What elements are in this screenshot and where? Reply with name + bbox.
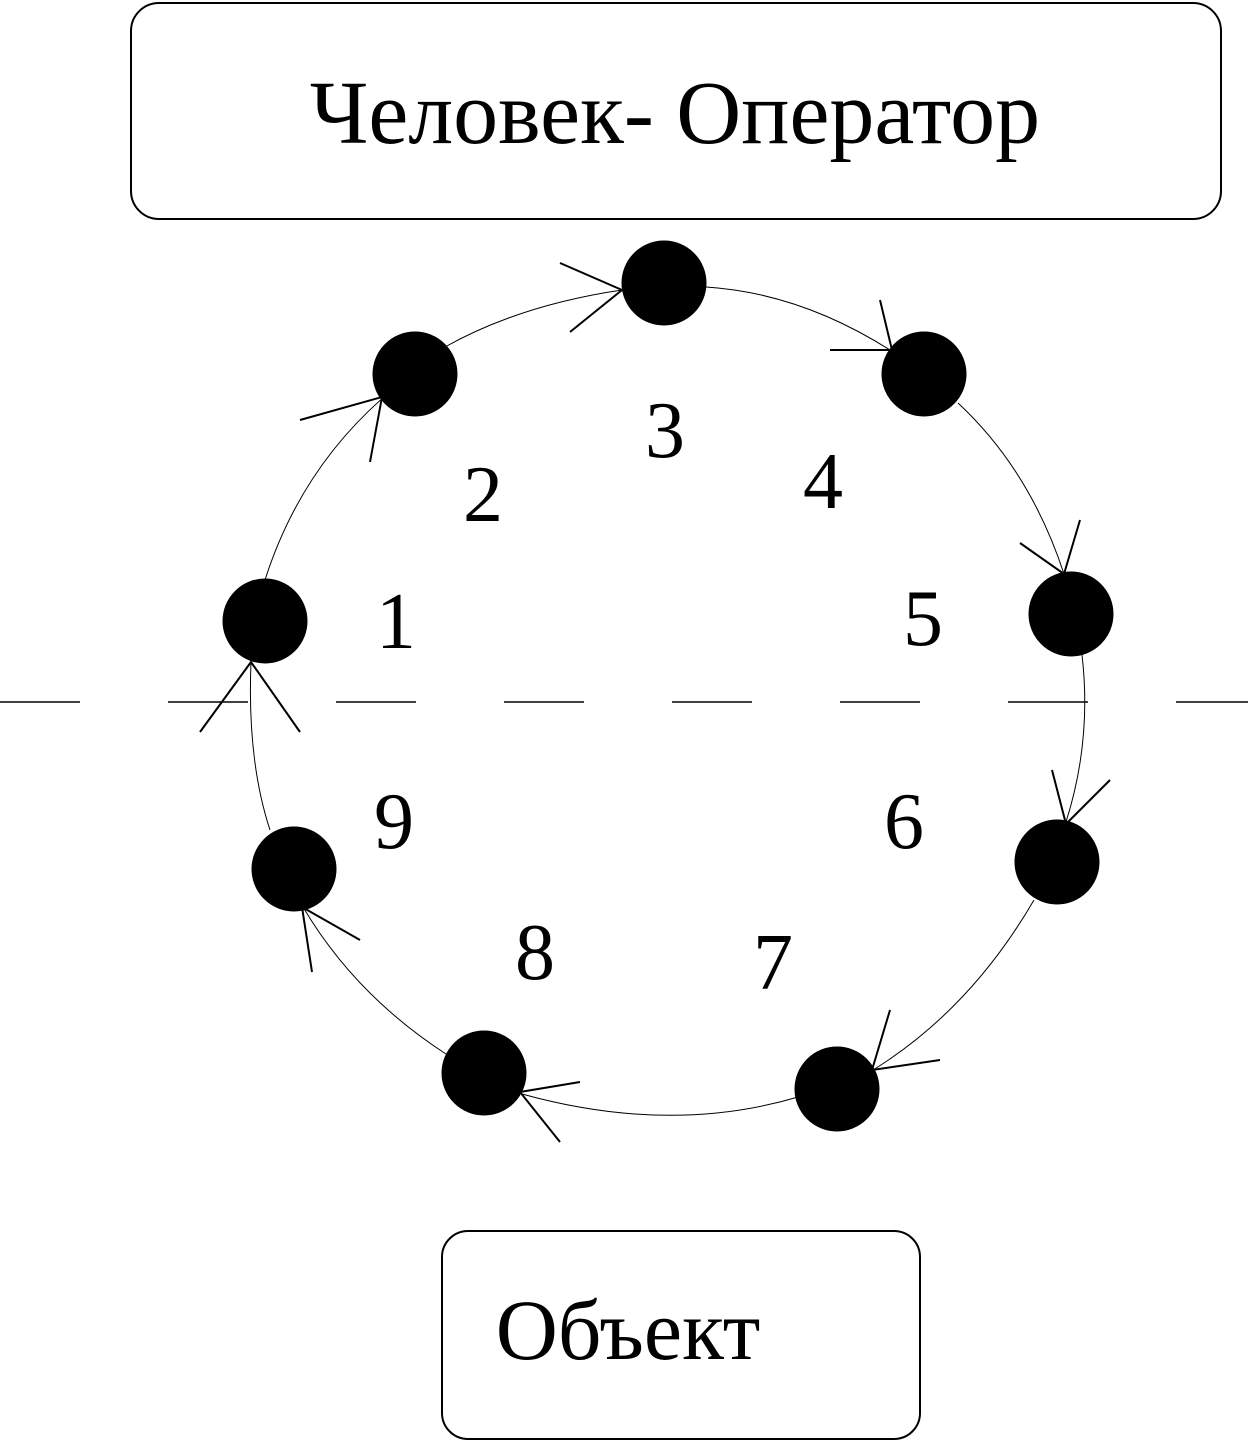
arc-9-1 (249, 661, 271, 831)
node-3 (621, 240, 707, 326)
node-7 (794, 1046, 880, 1132)
node-1 (222, 578, 308, 664)
arrowhead-into-node-4 (830, 299, 894, 351)
step-number-7: 7 (753, 919, 793, 1007)
cycle-arcs (249, 286, 1086, 1116)
arc-7-8 (521, 1093, 799, 1116)
arc-1-2 (264, 395, 386, 581)
object-box: Объект (441, 1230, 921, 1440)
arc-2-3 (444, 289, 623, 348)
arrowhead-into-node-2 (299, 395, 384, 463)
arrowhead-into-node-8 (518, 1081, 581, 1143)
arc-3-4 (705, 286, 891, 351)
human-operator-box: Человек- Оператор (130, 2, 1222, 220)
object-label: Объект (496, 1282, 761, 1378)
human-operator-label: Человек- Оператор (310, 64, 1040, 163)
node-4 (881, 331, 967, 417)
arc-5-6 (1065, 654, 1086, 823)
arrowhead-into-node-6 (1051, 769, 1111, 826)
step-number-6: 6 (884, 778, 924, 866)
node-9 (251, 826, 337, 912)
step-number-5: 5 (903, 575, 943, 663)
node-6 (1014, 819, 1100, 905)
arrowhead-into-node-5 (1019, 519, 1081, 576)
arrowhead-into-node-9 (300, 905, 361, 973)
arrowhead-into-node-7 (870, 1009, 941, 1072)
step-number-8: 8 (515, 909, 555, 997)
arc-8-9 (302, 906, 447, 1055)
arrowhead-into-node-1 (199, 660, 301, 733)
step-number-1: 1 (376, 578, 416, 666)
arrowhead-into-node-3 (559, 262, 624, 333)
arc-4-5 (957, 402, 1065, 575)
step-numbers: 1 2 3 4 5 6 7 8 9 (374, 387, 943, 1007)
arc-6-7 (872, 899, 1035, 1071)
nodes (222, 240, 1114, 1132)
step-number-4: 4 (803, 438, 843, 526)
step-number-3: 3 (645, 387, 685, 475)
step-number-2: 2 (463, 451, 503, 539)
node-2 (372, 331, 458, 417)
step-number-9: 9 (374, 778, 414, 866)
node-5 (1028, 571, 1114, 657)
node-8 (441, 1030, 527, 1116)
